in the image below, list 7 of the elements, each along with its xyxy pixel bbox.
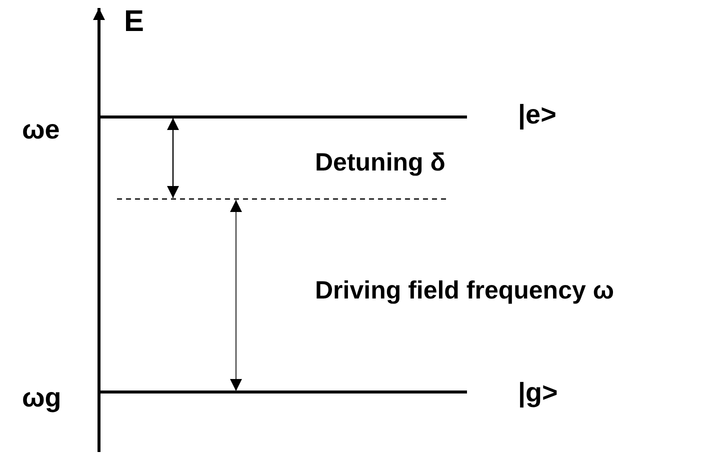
state-label: |g> xyxy=(518,380,558,406)
level-label: ωg xyxy=(22,384,62,412)
frequency-label: Driving field frequency ω xyxy=(315,278,614,304)
detuning-label: Detuning δ xyxy=(315,150,446,176)
axis-label: E xyxy=(124,7,144,37)
state-label: |e> xyxy=(518,102,556,128)
level-label: ωe xyxy=(22,116,60,144)
